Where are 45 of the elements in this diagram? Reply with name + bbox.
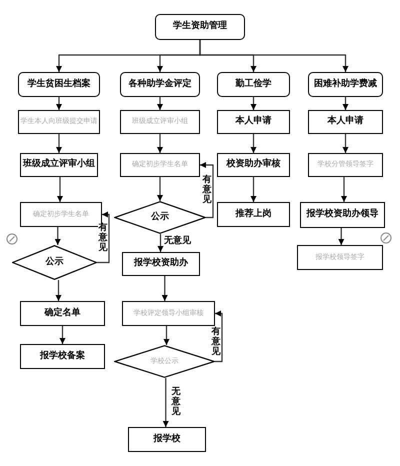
arrow xyxy=(157,97,163,110)
edge-label: 无意见 xyxy=(171,388,181,418)
arrow xyxy=(56,280,62,301)
process-box: 本人申请 xyxy=(217,110,290,134)
process-box: 报学校资助办领导 xyxy=(300,202,385,228)
arrow xyxy=(338,228,344,245)
arrow xyxy=(215,310,223,362)
process-box: 本人申请 xyxy=(308,110,383,134)
arrow xyxy=(97,212,110,264)
process-box: 校资助办审核 xyxy=(217,153,290,177)
arrow xyxy=(199,40,348,72)
arrow xyxy=(341,177,347,202)
arrow xyxy=(54,227,61,245)
process-box: 班级成立评审小组 xyxy=(20,153,98,177)
arrow xyxy=(157,134,163,153)
arrow xyxy=(60,326,66,344)
heading-box: 勤工俭学 xyxy=(217,72,290,97)
edge-label: 无意见 xyxy=(164,237,191,247)
arrow xyxy=(164,326,170,345)
arrow xyxy=(250,97,256,110)
heading-box: 学生资助管理 xyxy=(155,14,245,40)
edge-label: 有意见 xyxy=(202,176,212,206)
arrow xyxy=(250,134,256,153)
heading-box: 困难补助学费减 xyxy=(308,72,383,97)
process-box: 报学校资助办 xyxy=(122,252,200,276)
edge-label: 有意见 xyxy=(211,328,221,358)
arrow xyxy=(157,177,163,201)
arrow xyxy=(158,234,164,252)
process-box: 报学校备案 xyxy=(20,344,105,369)
decision-diamond: 公示 xyxy=(12,245,97,280)
arrow xyxy=(342,134,348,153)
arrow xyxy=(162,276,168,301)
arrow xyxy=(200,162,214,218)
arrow xyxy=(56,134,62,153)
edge-label: 有意见 xyxy=(98,224,108,254)
arrow xyxy=(250,177,256,202)
process-box: 报学校 xyxy=(128,427,206,452)
arrow xyxy=(56,97,62,110)
arrow xyxy=(342,97,348,110)
heading-box: 学生贫困生档案 xyxy=(18,72,100,97)
arrow xyxy=(57,177,63,202)
process-box: 确定名单 xyxy=(20,301,105,326)
heading-box: 各种助学金评定 xyxy=(120,72,200,97)
arrow xyxy=(162,378,169,427)
process-box: 推荐上岗 xyxy=(217,202,290,227)
